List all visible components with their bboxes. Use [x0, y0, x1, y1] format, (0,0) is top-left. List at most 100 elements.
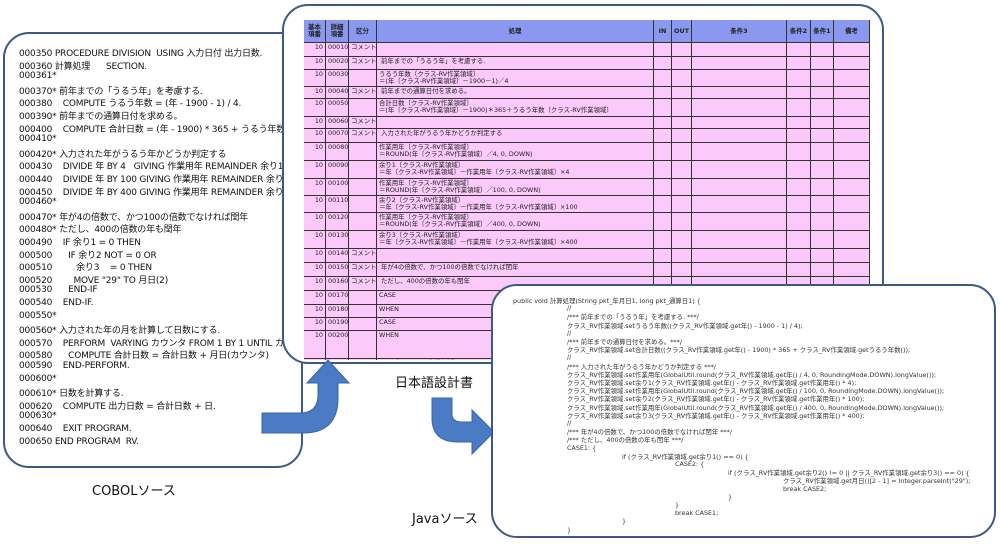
java-line: }	[622, 517, 627, 526]
cell-basic-no: 10	[304, 161, 326, 179]
cell-empty	[834, 161, 870, 179]
cell-category	[349, 318, 377, 331]
cell-empty	[834, 143, 870, 161]
java-source-label: Javaソース	[412, 512, 478, 527]
java-line: クラス_RV作業領域.get月日()[2 - 1] = Integer.pars…	[783, 477, 971, 486]
cell-basic-no: 10	[304, 196, 326, 213]
cell-basic-no: 10	[304, 305, 326, 318]
column-header: 処理	[377, 20, 654, 43]
cell-basic-no: 10	[304, 277, 326, 291]
cell-empty	[672, 129, 692, 143]
cell-process	[377, 249, 654, 263]
java-line: クラス_RV作業領域.set作業用年(GlobalUtil.round(クラス_…	[567, 403, 945, 412]
cobol-line: 000420* 入力された年がうるう年かどうか判定する	[19, 149, 227, 160]
cell-basic-no: 10	[304, 213, 326, 231]
cell-empty	[692, 263, 787, 277]
cell-empty	[834, 87, 870, 99]
cell-process: 余り1〔クラス-RV作業領域〕 ＝年〔クラス-RV作業領域〕－作業用年〔クラス-…	[377, 161, 654, 179]
cell-empty	[654, 213, 672, 231]
java-source-panel: public void 計算処理(String pkt_年月日1, long p…	[491, 284, 996, 538]
cell-empty	[811, 213, 834, 231]
cobol-line: 000400 COMPUTE 合計日数 = (年 - 1900) * 365 +…	[19, 124, 288, 135]
cell-empty	[692, 249, 787, 263]
cell-empty	[787, 263, 811, 277]
cell-detail-no: 00110	[326, 196, 349, 213]
cell-empty	[654, 196, 672, 213]
cell-category: コメント	[349, 277, 377, 291]
cell-empty	[672, 143, 692, 161]
cell-empty	[787, 57, 811, 70]
cell-category: コメント	[349, 117, 377, 129]
cell-empty	[834, 70, 870, 87]
cell-empty	[654, 70, 672, 87]
cell-empty	[672, 263, 692, 277]
cell-empty	[654, 143, 672, 161]
java-line: //	[567, 419, 572, 427]
cobol-line: 000470* 年が4の倍数で、かつ100の倍数でなければ閏年	[19, 212, 249, 223]
cell-detail-no: 00210	[326, 359, 349, 360]
cell-empty	[834, 43, 870, 57]
cell-process: 年が4の倍数で、かつ100の倍数でなければ閏年	[377, 263, 654, 277]
java-line: /*** 年が4の倍数で、かつ100の倍数でなければ閏年 ***/	[567, 428, 732, 437]
column-header: 条件1	[811, 20, 834, 43]
cell-detail-no: 00190	[326, 318, 349, 331]
cell-empty	[811, 87, 834, 99]
cell-detail-no: 00160	[326, 277, 349, 291]
cell-empty	[834, 179, 870, 196]
java-line: }	[728, 492, 733, 501]
cell-category	[349, 99, 377, 117]
cell-process: 余り3〔クラス-RV作業領域〕 ＝年〔クラス-RV作業領域〕－作業用年〔クラス-…	[377, 231, 654, 249]
cell-category	[349, 331, 377, 359]
cell-empty	[787, 179, 811, 196]
cell-empty	[654, 179, 672, 196]
cell-empty	[692, 70, 787, 87]
cell-empty	[692, 57, 787, 70]
cobol-line: 000360 計算処理 SECTION.	[19, 61, 147, 72]
cell-category	[349, 70, 377, 87]
cell-detail-no: 00200	[326, 331, 349, 359]
cell-basic-no: 10	[304, 291, 326, 305]
cell-empty	[787, 117, 811, 129]
cobol-line: 000380 COMPUTE うるう年数 = (年 - 1900 - 1) / …	[19, 99, 242, 110]
cell-category	[349, 143, 377, 161]
cell-empty	[834, 231, 870, 249]
arrow-design-to-java	[431, 397, 495, 456]
java-line: クラス_RV作業領域.set余り2(クラス_RV作業領域.get年() - クラ…	[567, 395, 865, 404]
cell-empty	[672, 57, 692, 70]
java-line: /*** 入力された年がうるう年かどうか判定する ***/	[567, 362, 716, 371]
java-line: if (クラス_RV作業領域.get余り1() == 0) {	[622, 452, 749, 461]
column-header: 区分	[349, 20, 377, 43]
cell-basic-no: 10	[304, 263, 326, 277]
cell-empty	[811, 57, 834, 70]
cell-empty	[811, 129, 834, 143]
cell-empty	[787, 143, 811, 161]
cell-empty	[692, 143, 787, 161]
cell-empty	[654, 43, 672, 57]
java-line: クラス_RV作業領域.set余り3(クラス_RV作業領域.get年() - クラ…	[567, 411, 865, 420]
cell-empty	[787, 231, 811, 249]
column-header: 条件2	[787, 20, 811, 43]
cell-process: 前年までの「うるう年」を考慮する.	[377, 57, 654, 70]
cell-detail-no: 00040	[326, 87, 349, 99]
cell-empty	[692, 196, 787, 213]
cobol-line: 000650 END PROGRAM RV.	[19, 436, 139, 447]
cell-empty	[654, 161, 672, 179]
cell-empty	[811, 179, 834, 196]
cell-empty	[672, 249, 692, 263]
cell-empty	[654, 87, 672, 99]
cell-empty	[654, 129, 672, 143]
cell-empty	[672, 87, 692, 99]
cell-empty	[834, 129, 870, 143]
java-line: }	[567, 525, 572, 534]
cell-category: コメント	[349, 87, 377, 99]
cell-detail-no: 00010	[326, 43, 349, 57]
arrow-cobol-to-design	[261, 359, 351, 434]
cobol-line: 000520 MOVE "29" TO 月日(2)	[19, 275, 169, 286]
cell-empty	[672, 196, 692, 213]
cell-basic-no: 10	[304, 249, 326, 263]
cell-category: コメント	[349, 43, 377, 57]
cell-empty	[834, 249, 870, 263]
cell-detail-no: 00140	[326, 249, 349, 263]
cell-empty	[692, 117, 787, 129]
